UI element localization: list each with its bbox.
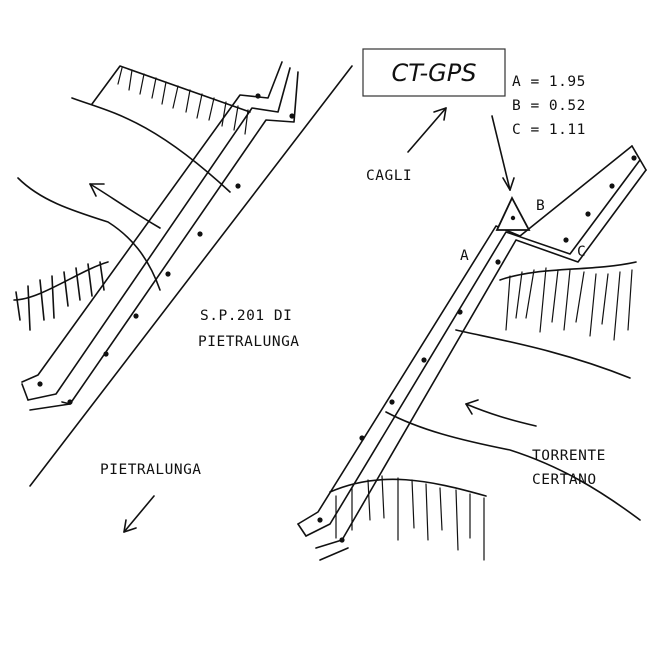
- ct-gps-label: CT-GPS: [392, 59, 477, 87]
- left-lower-bank: [13, 177, 161, 331]
- right-bridge-markers: [317, 155, 637, 543]
- left-upper-bank: [71, 65, 251, 193]
- pietralunga-label: PIETRALUNGA: [100, 462, 202, 478]
- right-lower-bank: [329, 411, 641, 561]
- road-edge-line: [29, 65, 353, 487]
- measurement-a: A = 1.95: [512, 74, 586, 90]
- point-b-label: B: [536, 198, 545, 214]
- left-flow-arrow: [89, 183, 161, 229]
- cagli-label: CAGLI: [366, 168, 412, 184]
- measurement-b: B = 0.52: [512, 98, 586, 114]
- pietralunga-direction-arrow: [123, 495, 155, 533]
- stream-name-line2: CERTANO: [532, 472, 597, 488]
- left-bridge-structure: [21, 61, 299, 411]
- left-bridge-markers: [37, 93, 295, 405]
- station-pointer-arrow: [491, 115, 515, 191]
- measurement-c: C = 1.11: [512, 122, 586, 138]
- point-c-label: C: [577, 244, 586, 260]
- point-a-label: A: [460, 248, 469, 264]
- right-upper-bank: [455, 261, 637, 379]
- ct-gps-label-box: [362, 48, 506, 97]
- right-flow-arrow: [465, 399, 537, 427]
- gps-station-triangle: [495, 195, 531, 231]
- road-name-line2: PIETRALUNGA: [198, 334, 300, 350]
- stream-name-line1: TORRENTE: [532, 448, 606, 464]
- cagli-direction-arrow: [407, 107, 447, 153]
- right-bridge-structure: [297, 145, 647, 561]
- road-name-line1: S.P.201 DI: [200, 308, 292, 324]
